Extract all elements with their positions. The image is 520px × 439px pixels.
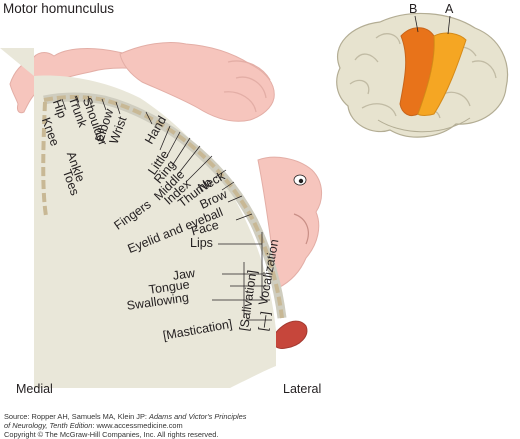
cortex-slab [0, 48, 276, 388]
homunculus-tongue [271, 320, 308, 349]
leader-elbow [101, 98, 107, 111]
source-prefix: Source: Ropper AH, Samuels MA, Klein JP: [4, 412, 150, 421]
homunculus-pupil [298, 178, 304, 184]
source-book-title-1: Adams and Victor's Principles [149, 412, 247, 421]
leader-neck [213, 169, 227, 179]
homunculus-head-face [257, 156, 322, 289]
leader-index [177, 145, 201, 175]
brain-label-b: B [409, 2, 418, 16]
leader-wrist [115, 101, 121, 115]
leader-brow [221, 181, 235, 191]
motor-cortex-region [417, 32, 467, 116]
pointer-b [414, 15, 419, 33]
leader-little [159, 125, 171, 151]
cortex-section [0, 48, 287, 388]
homunculus-figure [9, 41, 322, 354]
leader-ring [165, 131, 181, 159]
leader-middle [171, 137, 191, 167]
source-citation-line2: of Neurology, Tenth Edition: www.accessm… [4, 421, 183, 430]
cortex-surface-dashes [43, 95, 284, 319]
source-book-title-2: of Neurology, Tenth Edition [4, 421, 93, 430]
medial-surface-dashes [41, 101, 48, 217]
pointer-a [447, 15, 451, 35]
leader-thumb [185, 155, 213, 183]
temporal-lobe [377, 117, 471, 133]
label-medial: Medial [16, 382, 53, 396]
brain-label-a: A [445, 2, 454, 16]
homunculus-arm-hand [119, 41, 275, 122]
label-lateral: Lateral [283, 382, 322, 396]
label-lips: Lips [190, 236, 213, 250]
homunculus-mouth [293, 213, 309, 245]
leader-lines [61, 95, 272, 321]
brain-thumbnail [336, 12, 508, 138]
leader-face [235, 213, 253, 221]
leader-hip [61, 98, 67, 111]
source-citation-line1: Source: Ropper AH, Samuels MA, Klein JP:… [4, 412, 246, 421]
leader-eyelid [227, 195, 243, 203]
label-bracket-mark: [—] [256, 310, 273, 332]
diagram-title: Motor homunculus [3, 1, 115, 16]
leader-trunk [74, 95, 81, 109]
leader-hand [145, 111, 153, 125]
homunculus-fingers [223, 60, 271, 113]
copyright-line: Copyright © The McGraw-Hill Companies, I… [4, 430, 219, 439]
source-suffix: : www.accessmedicine.com [92, 421, 183, 430]
leader-shoulder [87, 95, 93, 109]
